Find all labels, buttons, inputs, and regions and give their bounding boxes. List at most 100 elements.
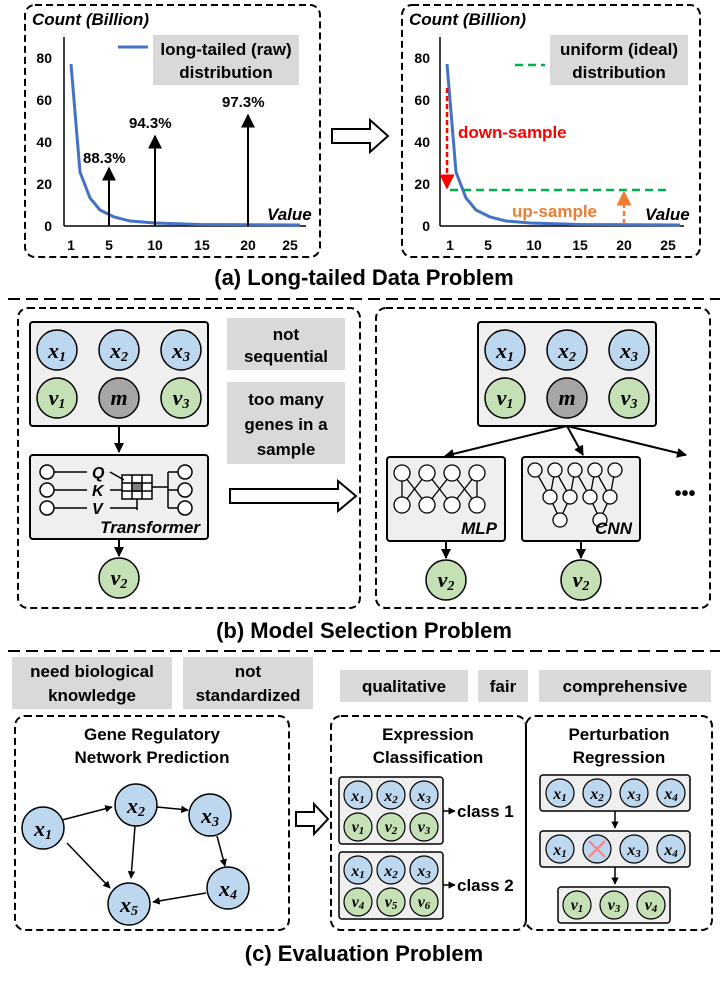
right-ytick-40: 40 (414, 134, 430, 150)
up-sample-label: up-sample (512, 202, 597, 221)
grn-node-x1 (21, 806, 65, 850)
node-x3 (160, 329, 202, 371)
node-r-v3 (608, 377, 650, 419)
left-xtick-25: 25 (282, 237, 298, 253)
node-x2 (98, 329, 140, 371)
left-long-tail-curve (69, 63, 301, 227)
node-r-x2 (546, 329, 588, 371)
node-v1 (36, 377, 78, 419)
left-chart-ylabel: Count (Billion) (32, 10, 149, 29)
node-r-m-label: m (558, 385, 575, 410)
left-x-ticks: 1 5 10 15 20 25 (67, 237, 298, 253)
input-nodes-left: x1 x2 x3 v1 m v3 (36, 329, 202, 419)
grn-edges (61, 805, 227, 905)
panel-b: x1 x2 x3 v1 m v3 not sequential too many… (17, 307, 711, 643)
pert-title-l2: Regression (573, 748, 666, 767)
grn-nodes: x1 x2 x3 x4 x5 (21, 783, 250, 926)
left-xtick-10: 10 (147, 237, 163, 253)
grn-node-x4 (206, 866, 250, 910)
mlp-label: MLP (461, 519, 498, 538)
panel-c-caption: (c) Evaluation Problem (245, 941, 483, 966)
left-xtick-1: 1 (67, 237, 75, 253)
marker-label-5: 88.3% (83, 150, 126, 167)
tag-not-std-l1: not (235, 662, 262, 681)
panel-a: Count (Billion) 0 20 40 60 80 1 5 10 15 … (24, 4, 701, 290)
right-chart-xlabel: Value (645, 205, 690, 224)
right-y-ticks: 0 20 40 60 80 (414, 50, 430, 234)
right-x-ticks: 1 5 10 15 20 25 (446, 237, 676, 253)
cnn-label: CNN (595, 519, 633, 538)
marker-label-10: 94.3% (129, 115, 172, 132)
panel-b-right-box (375, 307, 711, 609)
panel-a-right-box (401, 4, 701, 258)
node-v3 (160, 377, 202, 419)
right-xtick-1: 1 (446, 237, 454, 253)
right-xtick-10: 10 (526, 237, 542, 253)
left-ytick-0: 0 (44, 218, 52, 234)
grn-title-l1: Gene Regulatory (84, 725, 221, 744)
node-r-m (546, 377, 588, 419)
panel-a-caption: (a) Long-tailed Data Problem (214, 265, 513, 290)
tag-not-sequential-l2: sequential (244, 347, 328, 366)
panel-b-caption: (b) Model Selection Problem (216, 618, 512, 643)
tag-comprehensive-bg (539, 670, 711, 702)
left-xtick-5: 5 (105, 237, 113, 253)
panel-b-hollow-arrow (229, 478, 358, 514)
right-xtick-5: 5 (484, 237, 492, 253)
tag-too-many-genes-bg (227, 382, 345, 464)
right-ytick-20: 20 (414, 176, 430, 192)
output-node-v2-left (98, 557, 140, 599)
expr-title-l2: Classification (373, 748, 484, 767)
pert-output-nodes: v1 v3 v4 (562, 890, 666, 920)
cnn-diagram (527, 462, 623, 528)
pert-box (525, 715, 713, 931)
panel-a-left-box (24, 4, 321, 258)
grn-box (14, 715, 290, 931)
output-node-v2-cnn (560, 559, 602, 601)
tag-not-sequential-bg (227, 318, 345, 370)
arrow-to-cnn (566, 425, 584, 456)
right-ytick-0: 0 (422, 218, 430, 234)
transformer-label: Transformer (100, 518, 201, 537)
pert-title-l1: Perturbation (568, 725, 669, 744)
panel-b-left-box (17, 307, 361, 609)
tag-too-many-l3: sample (257, 440, 316, 459)
tag-need-bio-bg (12, 657, 172, 709)
class-1-label: class 1 (457, 802, 514, 821)
tag-fair: fair (490, 677, 517, 696)
panel-c-hollow-arrow (295, 801, 330, 837)
right-xtick-15: 15 (572, 237, 588, 253)
right-ytick-60: 60 (414, 92, 430, 108)
tag-too-many-l1: too many (248, 390, 324, 409)
left-xtick-15: 15 (194, 237, 210, 253)
right-legend-bg (550, 35, 688, 85)
transformer-k: K (92, 483, 105, 500)
left-ytick-60: 60 (36, 92, 52, 108)
left-legend-line2: distribution (179, 63, 272, 82)
panel-a-hollow-arrow (331, 117, 390, 155)
expr-title-l1: Expression (382, 725, 474, 744)
node-r-x3 (608, 329, 650, 371)
grn-node-x5 (107, 882, 151, 926)
pert-input-nodes: x1 x2 x3 x4 (545, 778, 686, 808)
left-chart-xlabel: Value (267, 205, 312, 224)
left-y-ticks: 0 20 40 60 80 (36, 50, 52, 234)
tag-qualitative: qualitative (362, 677, 446, 696)
node-m-label: m (110, 385, 127, 410)
tag-qualitative-bg (340, 670, 468, 702)
grn-node-x3 (188, 793, 232, 837)
right-chart: Count (Billion) 0 20 40 60 80 1 5 10 15 … (409, 10, 690, 253)
mlp-diagram (393, 464, 486, 514)
tag-need-bio-l2: knowledge (48, 686, 136, 705)
right-legend-line1: uniform (ideal) (560, 40, 678, 59)
left-ytick-20: 20 (36, 176, 52, 192)
grn-node-x2 (114, 783, 158, 827)
arrow-to-mlp (444, 425, 568, 459)
output-node-v2-mlp (425, 559, 467, 601)
tag-fair-bg (478, 670, 528, 702)
right-ytick-80: 80 (414, 50, 430, 66)
right-chart-ylabel: Count (Billion) (409, 10, 526, 29)
node-x1 (36, 329, 78, 371)
right-xtick-25: 25 (660, 237, 676, 253)
